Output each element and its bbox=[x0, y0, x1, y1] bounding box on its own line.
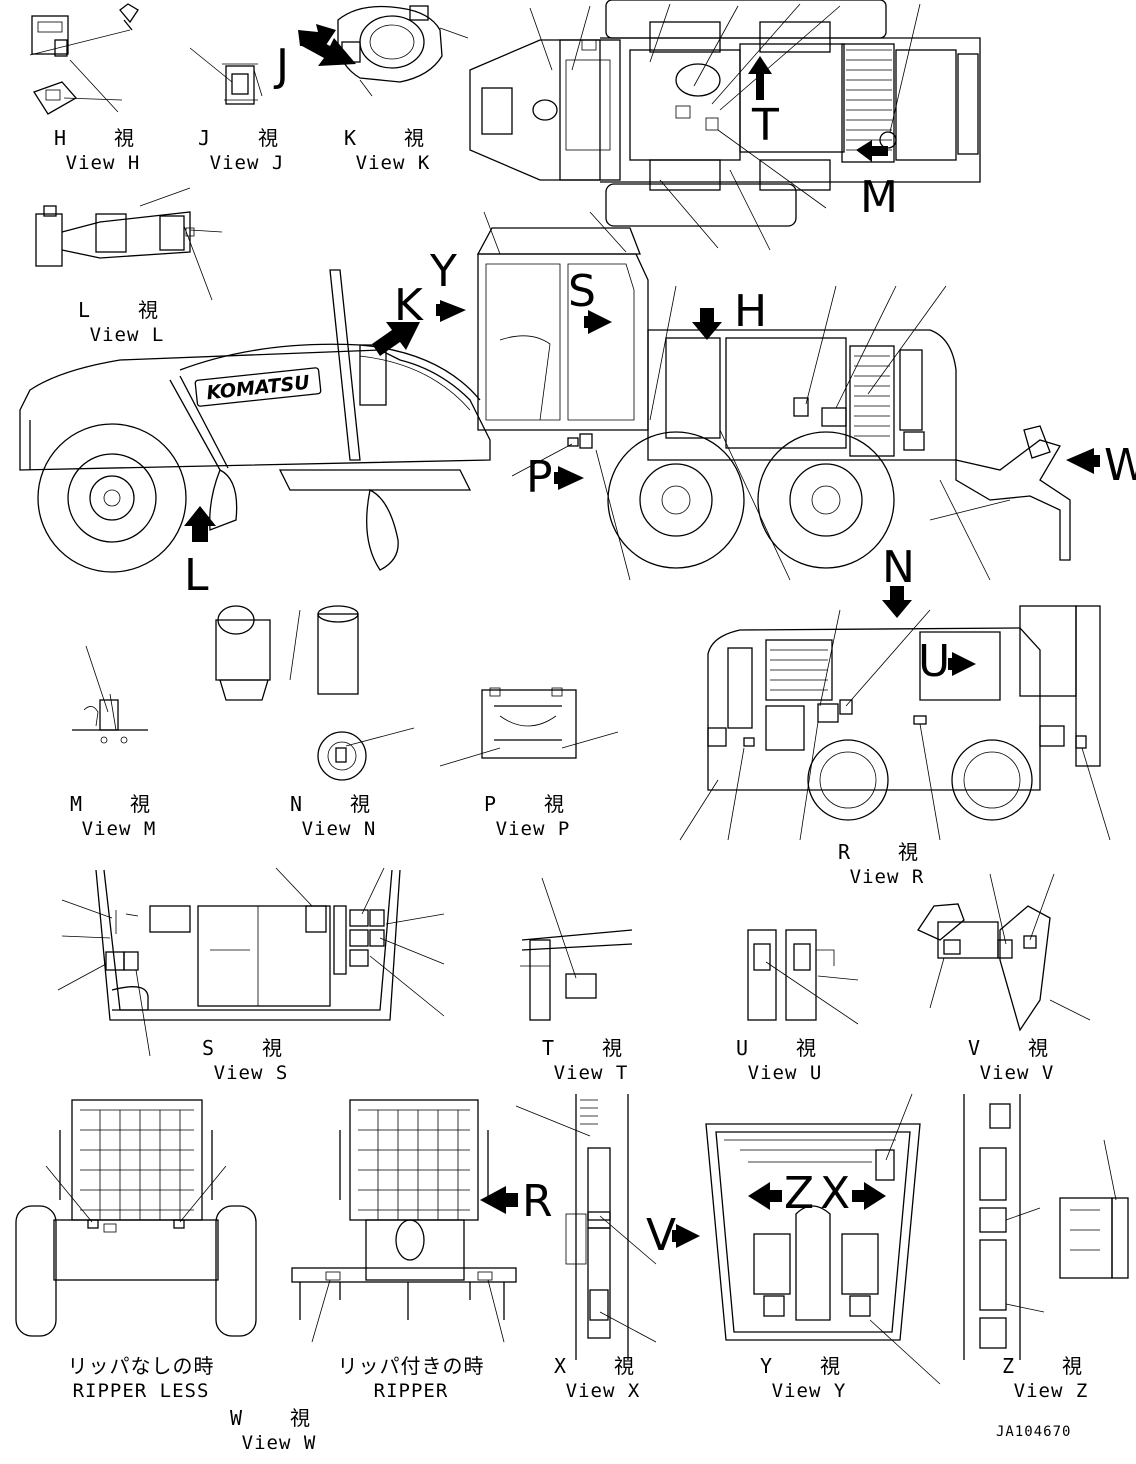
caption-view-j: J 視 View J bbox=[192, 128, 302, 173]
caption-view-j-en: View J bbox=[209, 152, 285, 174]
caption-view-j-jp: J 視 bbox=[197, 126, 297, 150]
arrow-label-v: V bbox=[646, 1210, 677, 1261]
view-k-sketch bbox=[337, 5, 469, 97]
caption-view-w-en: View W bbox=[241, 1432, 317, 1454]
view-m-sketch bbox=[72, 645, 148, 744]
caption-view-k-jp: K 視 bbox=[343, 126, 443, 150]
view-w-ripper-less-sketch bbox=[15, 1099, 257, 1337]
caption-view-n-jp: N 視 bbox=[289, 792, 389, 816]
caption-view-v: V 視 View V bbox=[962, 1038, 1072, 1083]
view-s-sketch bbox=[57, 867, 445, 1057]
caption-view-p-jp: P 視 bbox=[483, 792, 583, 816]
caption-view-u-en: View U bbox=[747, 1062, 823, 1084]
caption-view-y: Y 視 View Y bbox=[754, 1356, 864, 1401]
arrow-label-l: L bbox=[184, 550, 209, 601]
arrow-label-y: Y bbox=[430, 246, 457, 297]
arrow-label-u: U bbox=[918, 636, 951, 687]
caption-view-p-en: View P bbox=[495, 818, 571, 840]
caption-view-n: N 視 View N bbox=[284, 794, 394, 839]
view-p-sketch bbox=[439, 687, 619, 767]
caption-view-s-jp: S 視 bbox=[201, 1036, 301, 1060]
arrow-label-p: P bbox=[526, 452, 553, 503]
view-u-sketch bbox=[747, 929, 859, 1025]
caption-ripper-less: リッパなしの時 RIPPER LESS bbox=[56, 1356, 226, 1401]
view-z-sketch bbox=[963, 1094, 1129, 1360]
caption-view-p: P 視 View P bbox=[478, 794, 588, 839]
arrow-label-m: M bbox=[860, 172, 898, 223]
caption-view-m: M 視 View M bbox=[64, 794, 174, 839]
arrow-label-s: S bbox=[568, 266, 596, 317]
view-w-ripper-sketch bbox=[291, 1099, 518, 1343]
caption-view-v-en: View V bbox=[979, 1062, 1055, 1084]
caption-view-z-en: View Z bbox=[1013, 1380, 1089, 1402]
drawing-code: JA104670 bbox=[996, 1424, 1072, 1440]
arrow-label-n: N bbox=[882, 542, 915, 593]
caption-view-n-en: View N bbox=[301, 818, 377, 840]
arrow-label-z: Z bbox=[784, 1168, 815, 1219]
view-x-sketch bbox=[515, 1094, 657, 1360]
view-v-sketch bbox=[917, 873, 1091, 1032]
view-r-sketch bbox=[679, 586, 1111, 841]
arrow-label-k: K bbox=[394, 280, 423, 331]
caption-view-r-en: View R bbox=[849, 866, 925, 888]
caption-view-l-en: View L bbox=[89, 324, 165, 346]
caption-view-t-en: View T bbox=[553, 1062, 629, 1084]
arrow-label-w: W bbox=[1104, 440, 1136, 491]
caption-ripper-less-jp: リッパなしの時 bbox=[67, 1354, 215, 1378]
caption-view-u-jp: U 視 bbox=[735, 1036, 835, 1060]
caption-ripper-jp: リッパ付きの時 bbox=[337, 1354, 485, 1378]
arrow-label-h: H bbox=[734, 286, 768, 337]
caption-view-t: T 視 View T bbox=[536, 1038, 646, 1083]
caption-view-y-jp: Y 視 bbox=[759, 1354, 859, 1378]
caption-view-r: R 視 View R bbox=[832, 842, 942, 887]
caption-view-z-jp: Z 視 bbox=[1001, 1354, 1101, 1378]
arrow-label-r: R bbox=[522, 1176, 553, 1227]
caption-view-s: S 視 View S bbox=[196, 1038, 306, 1083]
caption-view-x-en: View X bbox=[565, 1380, 641, 1402]
main-side-view: KOMATSU bbox=[19, 34, 1100, 581]
caption-ripper: リッパ付きの時 RIPPER bbox=[326, 1356, 496, 1401]
caption-view-t-jp: T 視 bbox=[541, 1036, 641, 1060]
caption-view-h-en: View H bbox=[65, 152, 141, 174]
caption-view-y-en: View Y bbox=[771, 1380, 847, 1402]
caption-view-s-en: View S bbox=[213, 1062, 289, 1084]
caption-view-u: U 視 View U bbox=[730, 1038, 840, 1083]
caption-view-x-jp: X 視 bbox=[553, 1354, 653, 1378]
view-t-sketch bbox=[520, 877, 633, 1021]
view-y-sketch bbox=[672, 1093, 941, 1385]
arrow-label-x: X bbox=[820, 1168, 851, 1219]
caption-view-l: L 視 View L bbox=[72, 300, 182, 345]
caption-view-m-en: View M bbox=[81, 818, 157, 840]
caption-view-r-jp: R 視 bbox=[837, 840, 937, 864]
caption-view-h-jp: H 視 bbox=[53, 126, 153, 150]
view-l-sketch bbox=[35, 187, 223, 301]
caption-view-h: H 視 View H bbox=[48, 128, 158, 173]
arrow-label-j: J bbox=[276, 40, 289, 91]
view-n-sketch bbox=[215, 605, 415, 781]
caption-ripper-en: RIPPER bbox=[373, 1380, 449, 1402]
view-j-sketch bbox=[189, 24, 336, 105]
arrow-label-t: T bbox=[752, 100, 779, 151]
caption-view-k: K 視 View K bbox=[338, 128, 448, 173]
caption-ripper-less-en: RIPPER LESS bbox=[72, 1380, 210, 1402]
caption-view-k-en: View K bbox=[355, 152, 431, 174]
top-plan-view bbox=[469, 0, 981, 251]
caption-view-w: W 視 View W bbox=[224, 1408, 334, 1453]
caption-view-x: X 視 View X bbox=[548, 1356, 658, 1401]
caption-view-w-jp: W 視 bbox=[229, 1406, 329, 1430]
caption-view-m-jp: M 視 bbox=[69, 792, 169, 816]
caption-view-z: Z 視 View Z bbox=[996, 1356, 1106, 1401]
caption-view-l-jp: L 視 bbox=[77, 298, 177, 322]
caption-view-v-jp: V 視 bbox=[967, 1036, 1067, 1060]
view-h-sketch bbox=[29, 3, 139, 115]
